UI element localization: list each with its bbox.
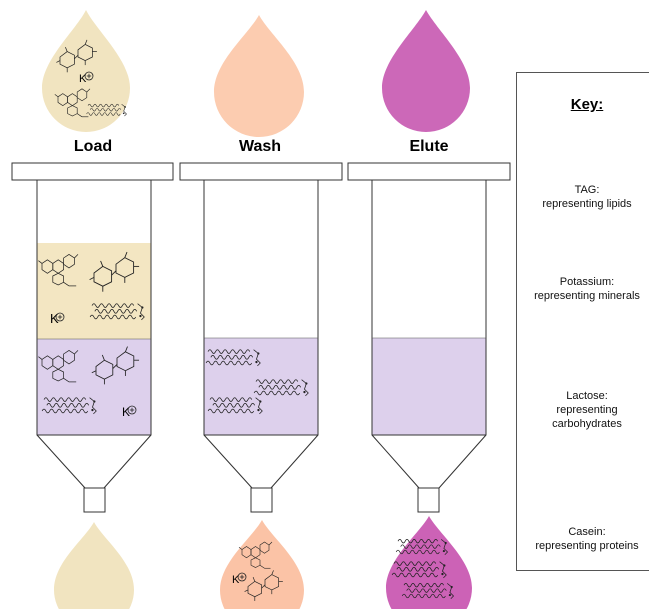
key-lactose-name: Lactose: [566,390,608,402]
load-input-drop [42,10,130,132]
elute-output-drop [386,516,472,609]
key-lactose-meaning-cont: carbohydrates [552,418,622,430]
elute-label: Elute [409,138,449,155]
wash-column [179,162,343,513]
key-potassium-meaning: representing minerals [534,290,640,302]
key-lactose-text: Lactose: representing carbohydrates [517,389,649,431]
wash-output-drop [220,520,304,609]
potassium-ion-icon: K [79,71,94,85]
elute-column [347,162,511,513]
key-potassium-text: Potassium: representing minerals [517,275,649,303]
wash-label: Wash [238,138,282,155]
potassium-ion-icon: K [122,405,137,419]
key-casein-meaning: representing proteins [535,540,639,552]
key-casein-text: Casein: representing proteins [517,525,649,553]
key-title: Key: [570,96,604,113]
svg-text:K: K [50,311,59,326]
elute-input-drop [382,10,470,132]
load-output-drop [54,522,134,609]
load-column [11,162,174,513]
key-tag-meaning: representing lipids [542,198,632,210]
svg-text:K: K [232,574,240,586]
key-tag-text: TAG: representing lipids [517,183,649,211]
svg-text:K: K [122,405,130,419]
potassium-ion-icon: K [50,311,65,326]
key-potassium-name: Potassium: [559,276,615,288]
svg-text:K: K [79,73,87,85]
key-tag-name: TAG: [574,184,600,196]
key-lactose-meaning: representing [556,404,618,416]
key-legend: Key: TAG: representing lipids Potassium:… [516,72,649,571]
potassium-ion-icon: K [232,572,247,586]
load-label: Load [73,138,113,155]
key-casein-name: Casein: [568,526,606,538]
wash-input-drop [214,15,304,137]
